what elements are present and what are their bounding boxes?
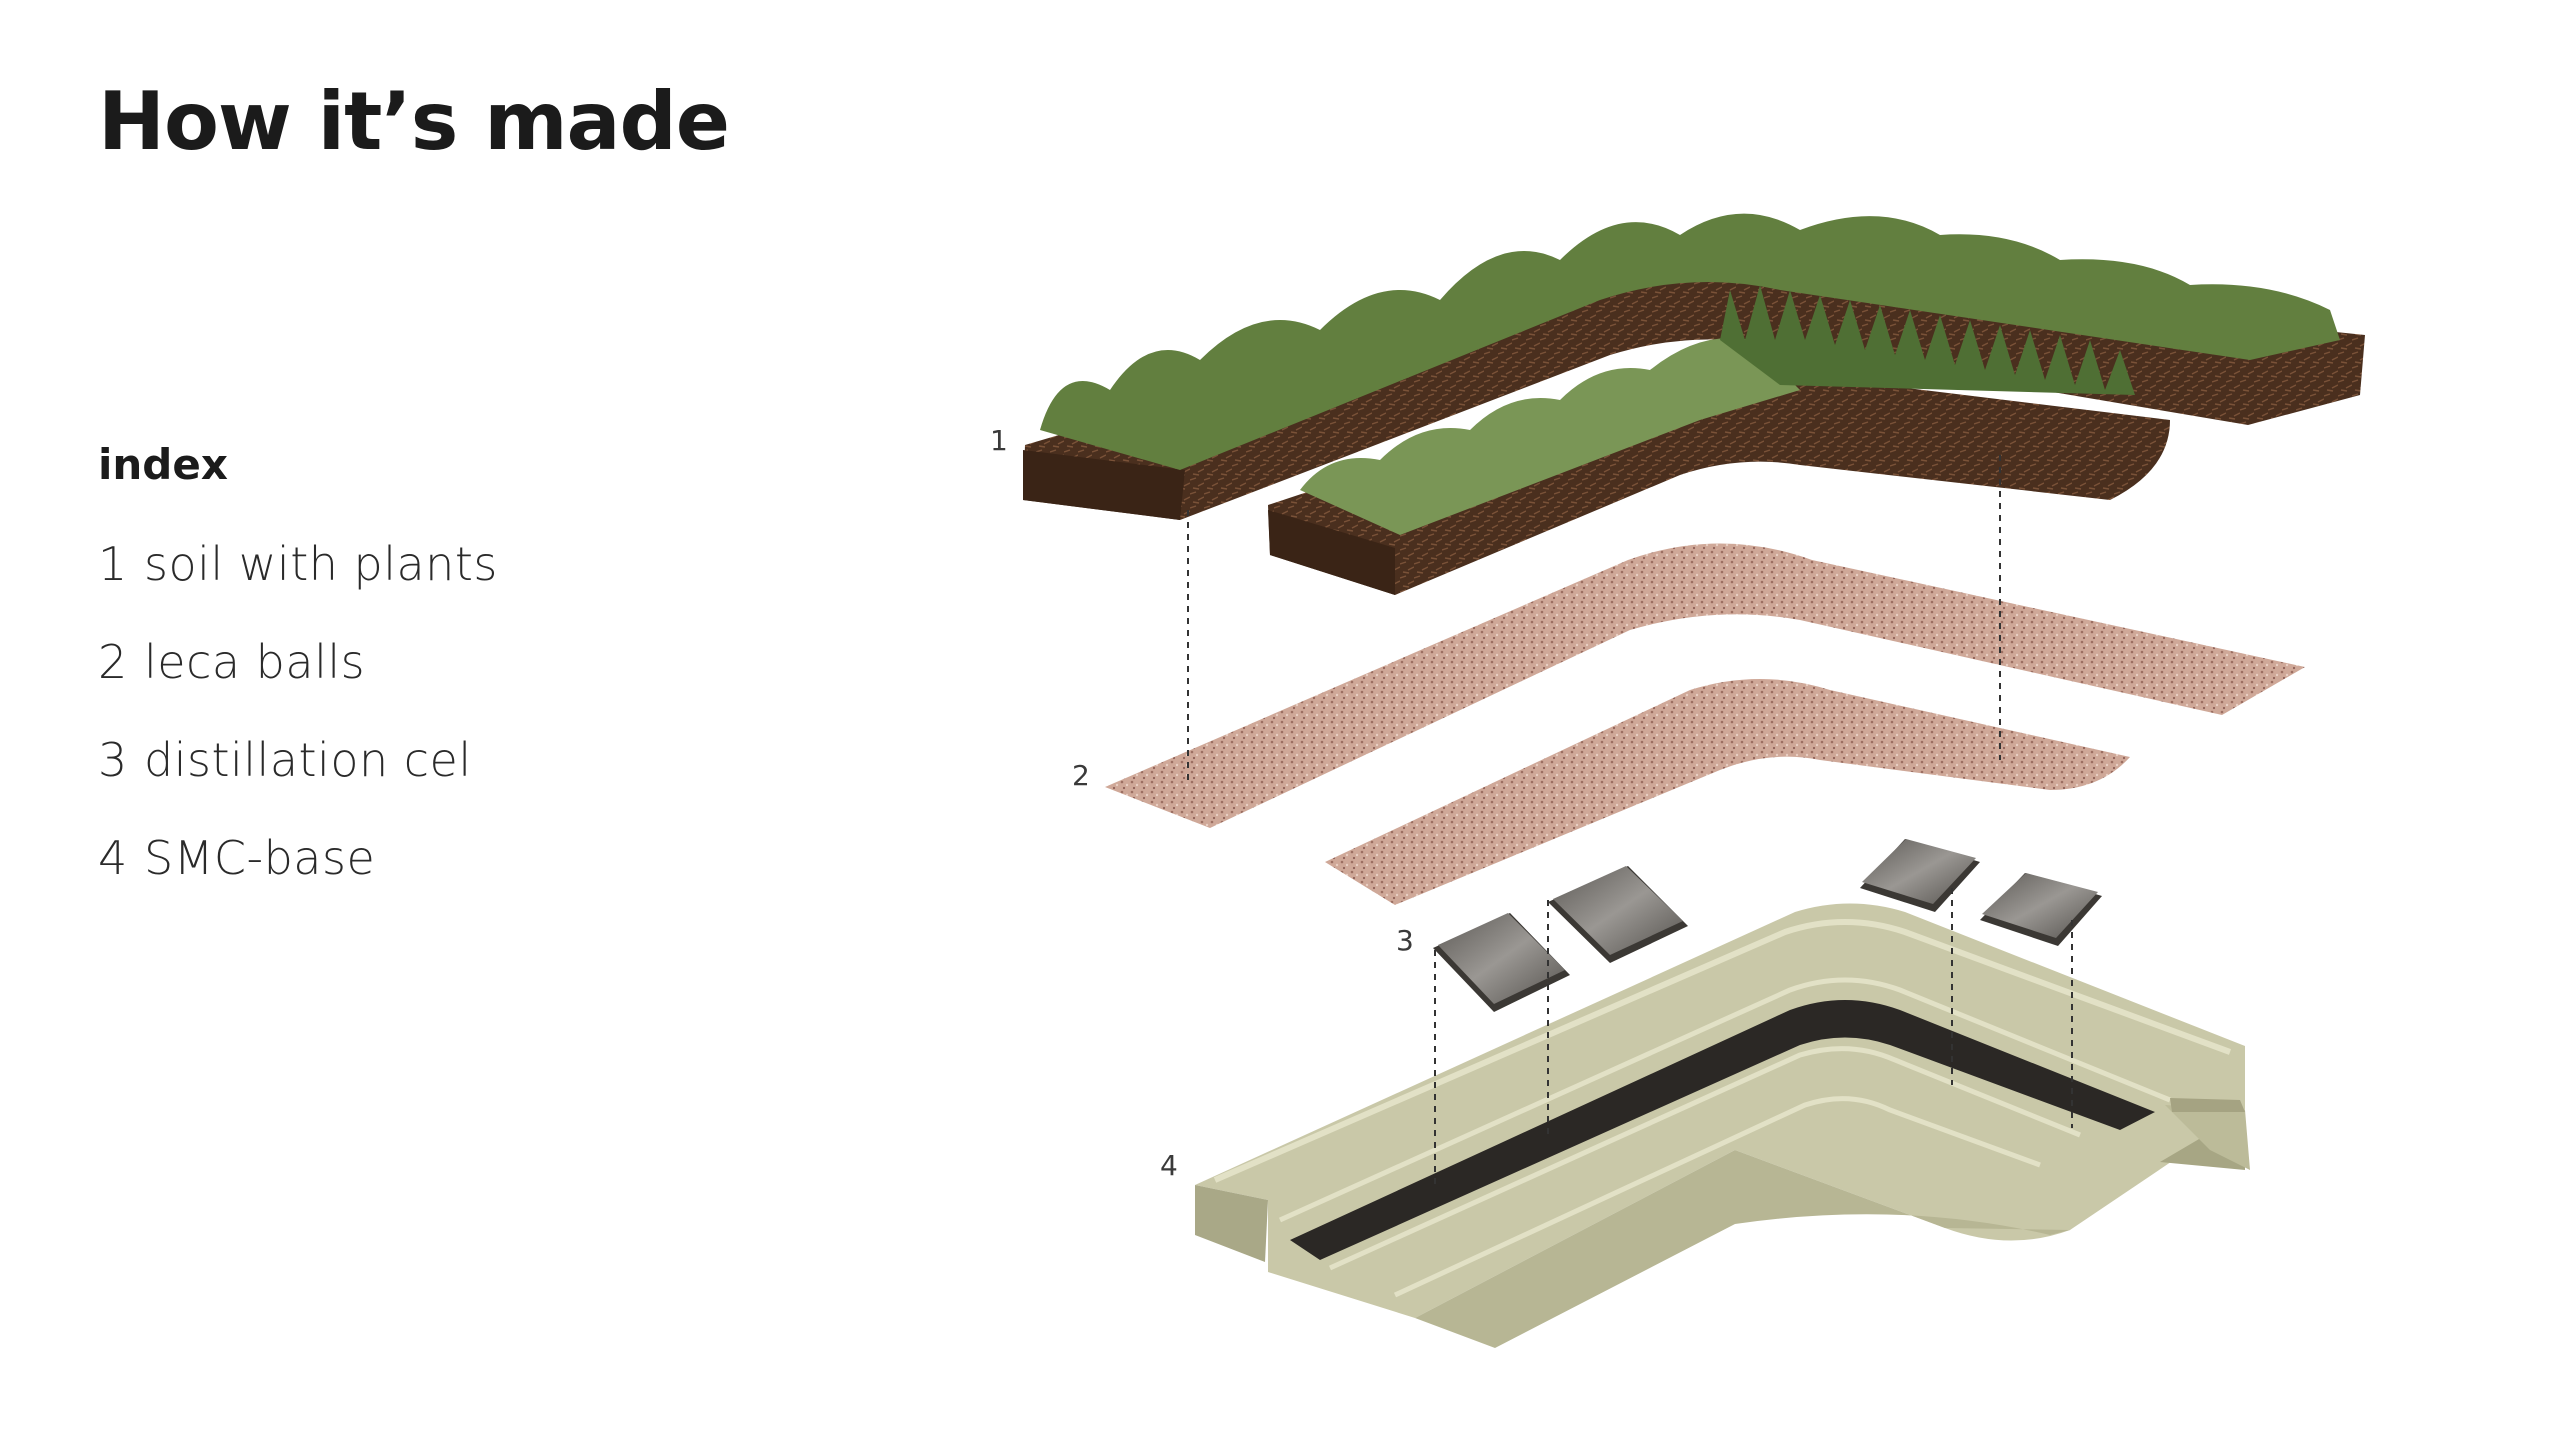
base-spout	[2170, 1098, 2245, 1112]
soil-slab-front	[1268, 365, 2170, 595]
leca-balls-layer	[1105, 543, 2305, 905]
distillation-cell	[1980, 873, 2102, 946]
distillation-cell	[1548, 866, 1688, 963]
distillation-cell	[1860, 839, 1980, 912]
legend-label: soil with plants	[144, 537, 498, 591]
base-channel	[1290, 1000, 2155, 1260]
legend-label: leca balls	[144, 635, 366, 689]
base-ridge	[1278, 977, 2171, 1223]
base-ridge	[1213, 919, 2232, 1183]
callout-cell: 3	[1396, 924, 1414, 957]
base-front-wall	[1195, 1185, 1268, 1262]
legend-item-base: 4 SMC-base	[98, 831, 498, 929]
plants-front	[1300, 338, 1800, 535]
soil-with-plants-layer	[1023, 213, 2365, 595]
legend-number: 3	[98, 733, 128, 787]
leca-strip-front	[1325, 679, 2130, 905]
legend-number: 2	[98, 635, 128, 689]
base-ridge	[1393, 1096, 2041, 1298]
base-top-surface	[1195, 903, 2245, 1318]
legend-label: distillation cel	[144, 733, 472, 787]
plants-back	[1040, 213, 2340, 470]
base-ridge	[1328, 1046, 2081, 1271]
legend-heading: index	[98, 440, 228, 489]
soil-slab-front-side	[1268, 510, 1395, 595]
legend-item-soil: 1 soil with plants	[98, 537, 498, 635]
callout-leca: 2	[1072, 759, 1090, 792]
guide-lines	[1187, 455, 2073, 1190]
base-spout	[2165, 1105, 2250, 1170]
distillation-cell	[1433, 913, 1570, 1012]
legend: index 1 soil with plants 2 leca balls 3 …	[98, 440, 498, 929]
legend-number: 4	[98, 831, 128, 885]
callout-base: 4	[1160, 1149, 1178, 1182]
distillation-cells	[1433, 839, 2102, 1012]
soil-slab-back-side	[1023, 450, 1185, 520]
base-front-wall-right	[1268, 1150, 2070, 1348]
smc-base	[1195, 903, 2250, 1348]
legend-label: SMC-base	[144, 831, 376, 885]
page-title: How it’s made	[98, 75, 730, 168]
legend-number: 1	[98, 537, 128, 591]
leca-strip-back	[1105, 543, 2305, 828]
legend-item-leca: 2 leca balls	[98, 635, 498, 733]
legend-list: 1 soil with plants 2 leca balls 3 distil…	[98, 537, 498, 929]
callout-soil: 1	[990, 424, 1008, 457]
legend-item-distillation: 3 distillation cel	[98, 733, 498, 831]
plants-conifers	[1720, 285, 2135, 395]
